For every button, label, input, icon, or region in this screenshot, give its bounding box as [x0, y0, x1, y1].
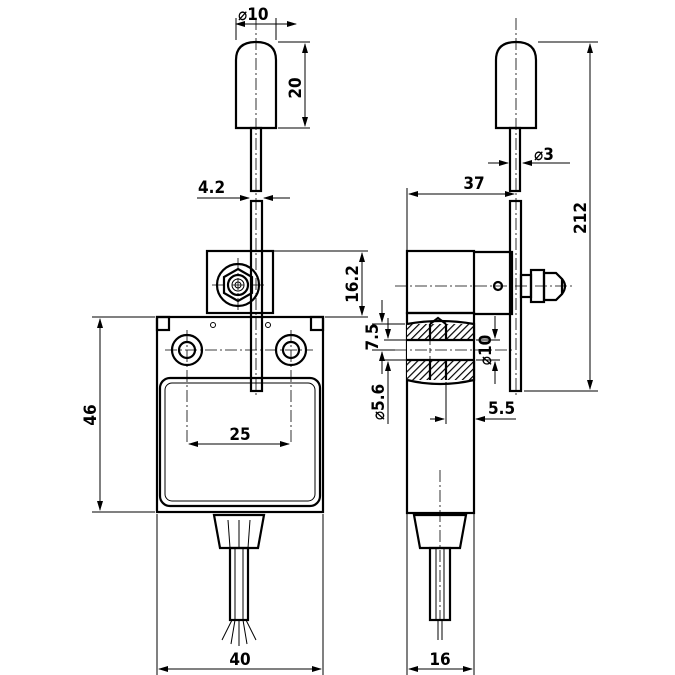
front-body	[155, 315, 325, 514]
side-hole-offset-label: 7.5	[363, 323, 383, 350]
front-cover	[158, 376, 322, 508]
side-clamp-block	[474, 250, 514, 316]
side-hole-depth-label: 5.5	[488, 399, 515, 419]
front-view	[155, 18, 325, 646]
side-small-hole-diameter-label: ⌀5.6	[369, 384, 389, 420]
front-hole-spacing-label: 25	[229, 425, 250, 445]
side-head-block	[405, 249, 476, 315]
side-rod-offset-label: 37	[463, 174, 484, 194]
front-cable-gland	[212, 513, 266, 646]
front-plunger-diameter-label: ⌀10	[238, 5, 269, 25]
side-hole-diameter-label: ⌀10	[476, 335, 496, 366]
front-body-height-label: 46	[81, 404, 101, 425]
front-body-width-label: 40	[229, 650, 250, 670]
front-head-height-label: 16.2	[343, 265, 363, 303]
front-plunger-height-label: 20	[286, 77, 306, 98]
side-total-height-label: 212	[571, 202, 591, 234]
front-dimensions: ⌀10 20 4.2 16.2 25 46 40	[81, 5, 368, 675]
side-dimensions: ⌀3 37 212 7.5 ⌀10 ⌀5.6	[363, 41, 598, 675]
side-view	[395, 18, 575, 640]
side-body-width-label: 16	[429, 650, 450, 670]
front-rod-offset-label: 4.2	[198, 178, 225, 198]
front-tab-right	[309, 315, 325, 332]
front-lower-rod	[249, 199, 264, 393]
side-section-hatch	[406, 316, 476, 386]
side-rod-diameter-label: ⌀3	[534, 145, 554, 165]
front-head-block	[205, 249, 275, 315]
side-upper-rod	[508, 126, 522, 193]
front-tab-left	[155, 315, 171, 332]
